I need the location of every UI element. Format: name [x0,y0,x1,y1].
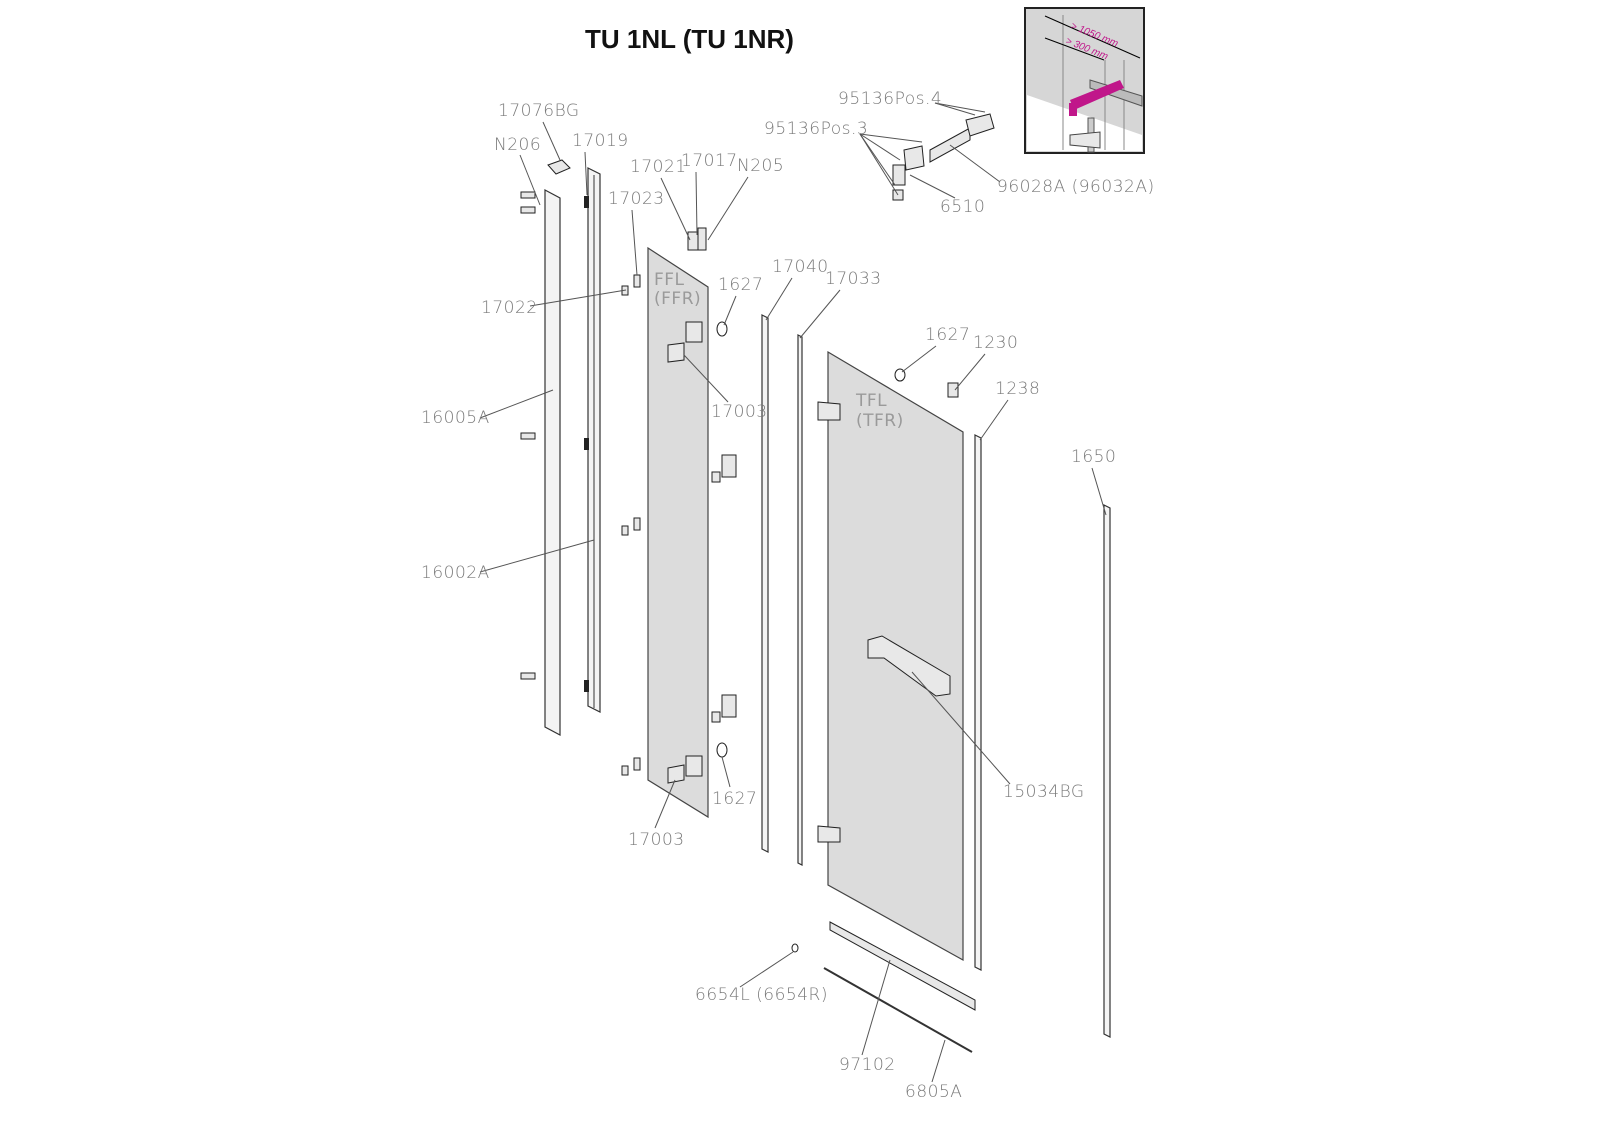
label-17003-bottom: 17003 [628,830,685,850]
profile-17033 [797,334,803,866]
label-17021: 17021 [630,157,687,177]
label-1650: 1650 [1071,447,1116,467]
label-1627-top: 1627 [718,275,763,295]
profile-1238 [974,434,982,971]
profile-17040 [761,314,769,853]
label-N206: N206 [494,135,541,155]
diagram-title: TU 1NL (TU 1NR) [585,24,794,54]
label-TFR: (TFR) [856,411,904,431]
label-N205: N205 [737,156,784,176]
profile-1650 [1103,504,1111,1038]
handle-15034BG [867,635,951,697]
label-17003-top: 17003 [711,402,768,422]
label-6805A: 6805A [905,1082,962,1102]
label-17019: 17019 [572,131,629,151]
fixed-glass-panel [647,246,709,819]
label-1627-door: 1627 [925,325,970,345]
label-TFL: TFL [855,391,887,411]
profile-16005A [544,189,561,736]
label-6510: 6510 [940,197,985,217]
label-97102: 97102 [839,1055,896,1075]
label-16002A: 16002A [421,563,490,583]
label-FFR: (FFR) [654,289,701,309]
label-16005A: 16005A [421,408,490,428]
label-17033: 17033 [825,269,882,289]
label-17076BG: 17076BG [498,101,580,121]
label-96028A: 96028A (96032A) [997,177,1155,197]
label-17022: 17022 [481,298,538,318]
label-17017: 17017 [681,151,738,171]
label-95136pos3: 95136Pos.3 [764,119,868,139]
label-1238: 1238 [995,379,1040,399]
seal-97102 [829,921,976,1011]
label-6654L: 6654L (6654R) [695,985,828,1005]
label-FFL: FFL [654,270,685,290]
label-15034BG: 15034BG [1003,782,1085,802]
label-1230: 1230 [973,333,1018,353]
label-17040: 17040 [772,257,829,277]
label-1627-bottom: 1627 [712,789,757,809]
part-labels: 17076BG N206 17019 17021 17017 N205 1702… [421,89,1155,1102]
leader-lines [479,102,1107,1083]
installation-inset: > 1050 mm > 300 mm [1024,7,1145,154]
label-95136pos4: 95136Pos.4 [838,89,942,109]
label-17023: 17023 [608,189,665,209]
